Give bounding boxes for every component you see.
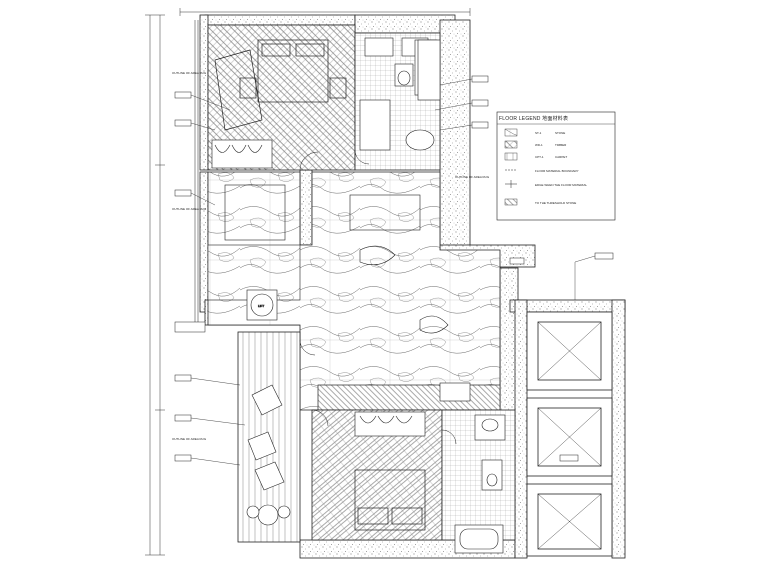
- legend-swatch-stone: [504, 128, 518, 137]
- legend-swatch-carpet: [504, 152, 518, 161]
- closet-bottom: [354, 411, 426, 437]
- utility-room: [417, 39, 441, 101]
- legend-text-6: TO THE THRESHOLD STONE: [535, 201, 576, 205]
- lift-shafts: [526, 311, 613, 557]
- legend-code-3: CPT-1: [535, 155, 544, 159]
- legend-text-2: TIMBER: [555, 143, 567, 147]
- note-outline-2: OUTLINE OF AREA RUG: [172, 207, 207, 211]
- legend-swatch-timber: [504, 140, 518, 149]
- legend-edge-symbol: [505, 180, 517, 188]
- legend-threshold-symbol: [504, 198, 518, 206]
- kitchen-strip: [317, 384, 501, 411]
- round-table: LIFT: [246, 289, 278, 321]
- kitchen-sink: [439, 382, 471, 402]
- legend-code-2: WD-1: [535, 143, 543, 147]
- note-outline-3: OUTLINE OF AREA RUG: [172, 437, 207, 441]
- bath-bottom-fixtures: [454, 414, 506, 554]
- callout-tags: [174, 75, 614, 462]
- window-mullions: [174, 20, 206, 333]
- closet-top: [211, 139, 273, 169]
- legend-title: FLOOR LEGEND 地面材料表: [499, 115, 568, 122]
- living-furniture: [224, 184, 449, 334]
- note-outline-1: OUTLINE OF AREA RUG: [172, 71, 207, 75]
- note-outline-4: OUTLINE OF AREA RUG: [455, 175, 490, 179]
- bed-bottom: [354, 469, 426, 531]
- legend-text-3: CARPET: [555, 155, 567, 159]
- dimension-lines: [145, 8, 471, 556]
- area-rug-notes: OUTLINE OF AREA RUG OUTLINE OF AREA RUG …: [172, 71, 490, 441]
- callout-leaders: [190, 78, 596, 466]
- door-swings: [299, 149, 457, 445]
- floor-legend: FLOOR LEGEND 地面材料表 ST-1 STONE WD-1 TIMBE…: [496, 111, 616, 221]
- legend-text-1: STONE: [555, 131, 565, 135]
- table-label: LIFT: [258, 304, 264, 308]
- legend-text-5: EDGE WHEN THE FLOOR MATERIAL: [535, 183, 587, 187]
- legend-code-1: ST-1: [535, 131, 542, 135]
- legend-text-4: FLOOR MATERIAL BOUNDARY: [535, 169, 579, 173]
- balcony-furniture: [246, 384, 291, 526]
